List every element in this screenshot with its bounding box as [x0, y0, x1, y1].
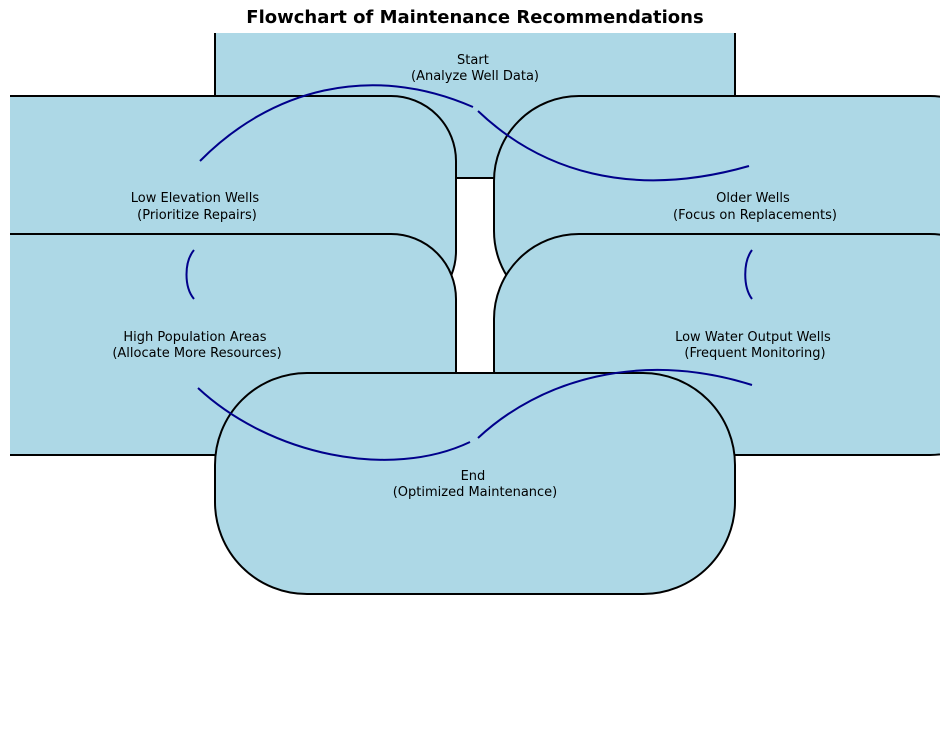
- diagram-title: Flowchart of Maintenance Recommendations: [246, 7, 704, 28]
- edge-low-elevation-to-high-population: [185, 249, 195, 300]
- edge-low-output-to-end: [477, 369, 753, 439]
- node-end[interactable]: End (Optimized Maintenance): [214, 372, 736, 595]
- edge-high-population-to-end: [197, 387, 471, 461]
- node-high-population-areas-label: High Population Areas (Allocate More Res…: [112, 330, 281, 361]
- node-low-water-output-wells-label: Low Water Output Wells (Frequent Monitor…: [675, 330, 835, 361]
- edge-start-to-older-wells: [477, 110, 750, 182]
- edge-older-wells-to-low-output: [744, 249, 753, 300]
- node-low-elevation-wells-label: Low Elevation Wells (Prioritize Repairs): [131, 191, 263, 223]
- node-layer: Start (Analyze Well Data) Low Elevation …: [10, 33, 940, 595]
- node-start-label: Start (Analyze Well Data): [411, 53, 539, 84]
- node-end-box: [214, 372, 736, 595]
- edge-start-to-low-elevation-wells: [199, 84, 474, 162]
- edge-layer: [185, 84, 753, 461]
- node-older-wells-label: Older Wells (Focus on Replacements): [673, 191, 837, 223]
- node-end-label: End (Optimized Maintenance): [393, 469, 558, 500]
